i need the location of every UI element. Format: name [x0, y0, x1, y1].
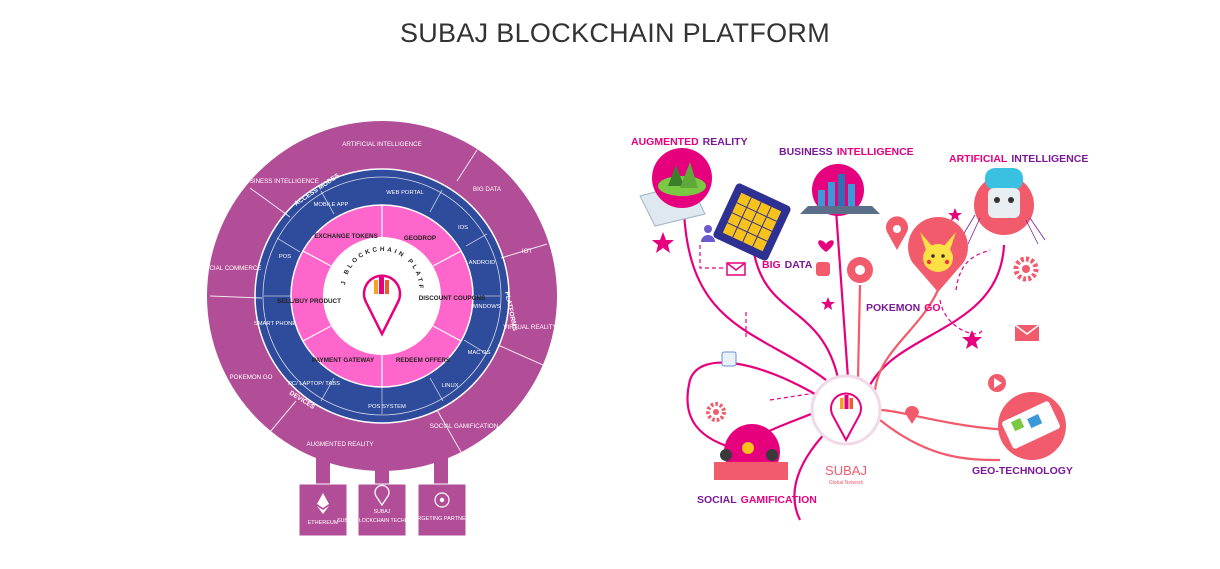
- outer-label-social-gamification: SOCIAL GAMIFICATION: [430, 423, 498, 430]
- blue-label-ios: IOS: [458, 225, 468, 231]
- node-geo-technology: GEO-TECHNOLOGY: [972, 392, 1073, 477]
- gear-icon: [1013, 256, 1039, 282]
- outer-label-pokemon-go: POKEMON GO: [230, 374, 273, 381]
- heart-icon: [818, 240, 834, 252]
- center-disc: [323, 237, 441, 355]
- hub-subtitle: Global Network: [829, 480, 864, 486]
- location-pin-icon: [905, 406, 919, 424]
- svg-text:TARGETING PARTNERS: TARGETING PARTNERS: [411, 516, 474, 522]
- pink-label-discount-coupons: DISCOUNT COUPONS: [419, 295, 485, 302]
- pink-label-geodrop: GEODROP: [404, 235, 436, 242]
- svg-text:ETHEREUM: ETHEREUM: [308, 520, 339, 526]
- blue-label-mac-os: MAC OS: [468, 350, 491, 356]
- blue-label-web-portal: WEB PORTAL: [386, 190, 424, 196]
- gear-icon: [706, 402, 726, 422]
- page-title: SUBAJ BLOCKCHAIN PLATFORM: [399, 18, 831, 48]
- people-icon: [720, 449, 732, 461]
- pikachu-icon: [923, 244, 953, 272]
- pink-label-payment-gateway: PAYMENT GATEWAY: [312, 357, 375, 364]
- blockchain-wheel: ARTIFICIAL INTELLIGENCE BIG DATA IOT VIR…: [0, 0, 557, 537]
- outer-label-social-commerce: SOCIAL COMMERCE: [201, 265, 262, 272]
- blue-label-pos-system: POS SYSTEM: [368, 404, 406, 410]
- target-icon: [434, 492, 450, 508]
- hub-name: SUBAJ: [825, 463, 867, 478]
- svg-text:SUBAJ: SUBAJ: [374, 509, 391, 515]
- subaj-hub: SUBAJ Global Network: [810, 374, 882, 486]
- pink-label-exchange-tokens: EXCHANGE TOKENS: [314, 233, 378, 240]
- outer-label-iot: IOT: [522, 248, 533, 255]
- blue-label-android: ANDROID: [469, 260, 496, 266]
- pink-label-redeem-offers: REDEEM OFFERS: [396, 357, 450, 364]
- outer-label-augmented-reality: AUGMENTED REALITY: [306, 441, 373, 448]
- chart-small-icon: [721, 351, 737, 367]
- star-icon: [821, 297, 835, 310]
- blue-label-pc-laptop-tabs: PC/ LAPTOP/ TABS: [288, 381, 340, 387]
- foundation-ethereum: ETHEREUM: [298, 483, 348, 537]
- blue-label-windows: WINDOWS: [471, 304, 500, 310]
- outer-label-vr: VIRTUAL REALITY: [503, 324, 556, 331]
- subaj-logo-icon: [362, 274, 402, 337]
- subaj-pin-icon: [374, 484, 390, 507]
- foundation-targeting-partners: TARGETING PARTNERS: [411, 483, 474, 537]
- brain-icon: [985, 168, 1023, 190]
- blue-label-linux: LINUX: [441, 383, 458, 389]
- bar-chart-icon: [818, 190, 825, 206]
- decorations: [652, 208, 1040, 424]
- user-icon: [704, 225, 712, 233]
- foundation-subaj-blockchain: SUBAJ SUBAJ BLOCKCHAIN TECHNOLOGY: [337, 483, 427, 537]
- star-icon: [948, 208, 962, 221]
- svg-text:GEO-TECHNOLOGY: GEO-TECHNOLOGY: [972, 465, 1073, 477]
- mail-icon: [726, 262, 746, 276]
- outer-label-big-data: BIG DATA: [473, 186, 502, 193]
- location-pin-icon: [886, 216, 908, 250]
- star-icon: [962, 330, 982, 349]
- blue-label-pos: POS: [279, 254, 291, 260]
- star-icon: [652, 232, 674, 253]
- blue-label-mobile-app: MOBILE APP: [314, 202, 349, 208]
- outer-label-business-intelligence: BUSINESS INTELLIGENCE: [241, 178, 319, 185]
- outer-label-ai: ARTIFICIAL INTELLIGENCE: [342, 141, 421, 148]
- subaj-logo-icon: [830, 392, 862, 443]
- blue-label-smart-phone: SMART PHONE: [254, 321, 296, 327]
- ethereum-icon: [317, 493, 329, 508]
- pink-label-sell-buy-product: SELL/BUY PRODUCT: [277, 298, 341, 305]
- foundation-subaj-label: SUBAJ BLOCKCHAIN TECHNOLOGY: [337, 518, 427, 524]
